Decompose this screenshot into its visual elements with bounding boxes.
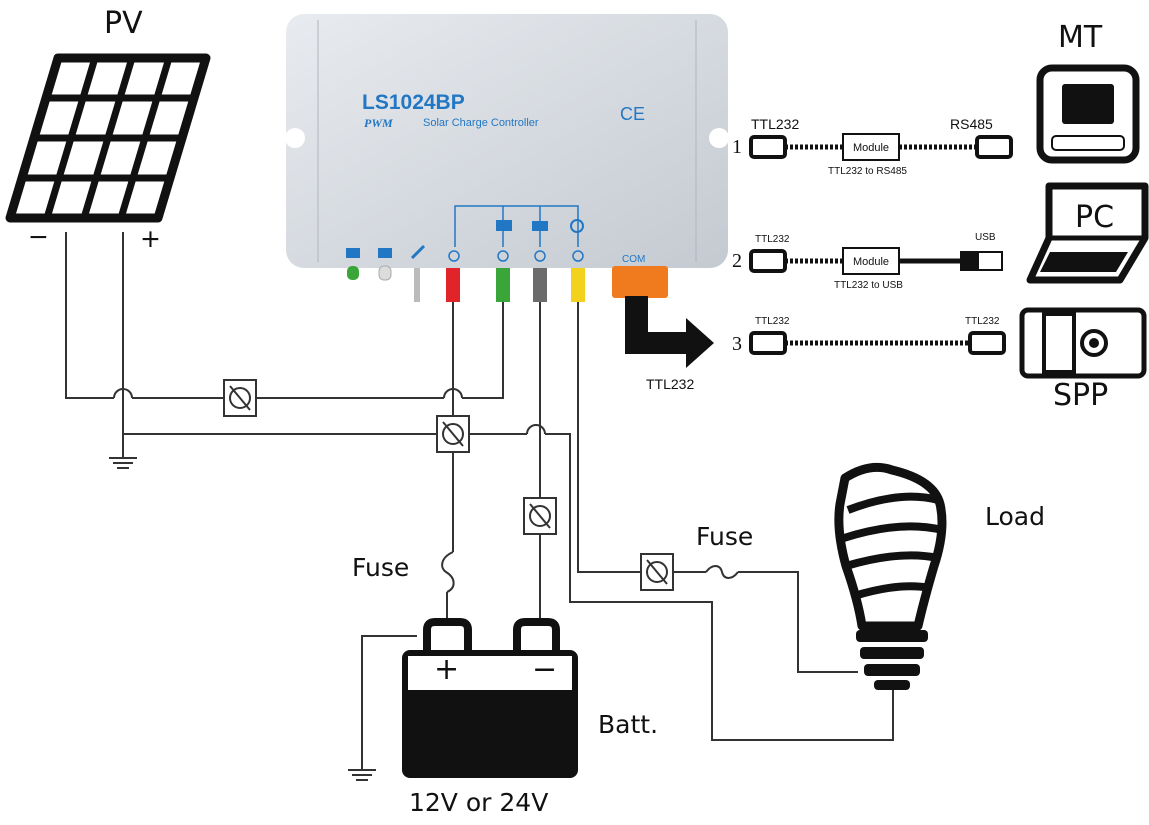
terminal-battery-negative [533,268,547,302]
pv-led-icon [346,248,360,258]
battery-minus-label: − [532,652,558,687]
controller-subtitle: Solar Charge Controller [423,117,539,129]
pv-minus-label: − [28,222,49,251]
breaker-battery-negative [523,497,557,535]
ttl232-com-label: TTL232 [646,376,695,392]
row3-right-label: TTL232 [965,316,1000,327]
settings-knob [414,268,420,302]
row2-left-label: TTL232 [755,234,790,245]
module-label-2: Module [853,256,889,268]
terminal-pv-negative [496,268,510,302]
load-label: Load [985,502,1045,531]
cable-ttl232 [749,331,1006,355]
terminal-battery-positive [446,268,460,302]
row2-right-label: USB [975,232,996,243]
pv-label: PV [104,6,143,41]
mt-meter-icon [1036,64,1140,164]
battery-voltage-label: 12V or 24V [409,788,549,817]
breaker-load [640,553,674,591]
module-label-1: Module [853,142,889,154]
pc-laptop-icon [1026,182,1149,284]
spp-module-icon [1019,307,1147,379]
battery-label: Batt. [598,710,659,739]
fuse-battery-label: Fuse [352,553,410,582]
com-port [612,266,668,298]
pv-plus-label: + [140,224,161,253]
controller-pwm: PWM [364,116,393,130]
terminal-load-negative [571,268,585,302]
ce-mark: CE [620,104,645,124]
row1-caption: TTL232 to RS485 [828,166,907,177]
led-white [378,265,392,281]
load-status-icon [570,219,584,233]
row1-left-label: TTL232 [751,116,800,132]
mt-label: MT [1058,20,1103,55]
battery-status-icon [532,221,548,231]
controller-model: LS1024BP [362,91,465,114]
breaker-pv-positive [436,415,470,453]
pc-label: PC [1075,200,1115,235]
tool-icon [410,244,426,260]
solar-panel-icon [5,53,211,223]
row1-index: 1 [732,136,742,158]
row1-right-label: RS485 [950,116,993,132]
lamp-icon [834,462,947,690]
battery-plus-label: + [434,652,460,687]
cable-rs485 [749,133,1013,161]
row2-index: 2 [732,250,742,272]
led-green [347,266,359,280]
charge-controller: LS1024BP PWM Solar Charge Controller CE … [285,14,729,268]
com-label: COM [622,254,645,265]
com-arrow-icon [625,296,714,368]
cable-usb [749,247,1003,275]
battery-icon [402,618,578,778]
fuse-load-label: Fuse [696,522,754,551]
row3-left-label: TTL232 [755,316,790,327]
spp-label: SPP [1053,378,1109,413]
row3-index: 3 [732,333,742,355]
wiring [65,232,894,781]
battery-led-icon [378,248,392,258]
row2-caption: TTL232 to USB [834,280,903,291]
pv-status-icon [496,220,512,231]
breaker-pv-negative [223,379,257,417]
